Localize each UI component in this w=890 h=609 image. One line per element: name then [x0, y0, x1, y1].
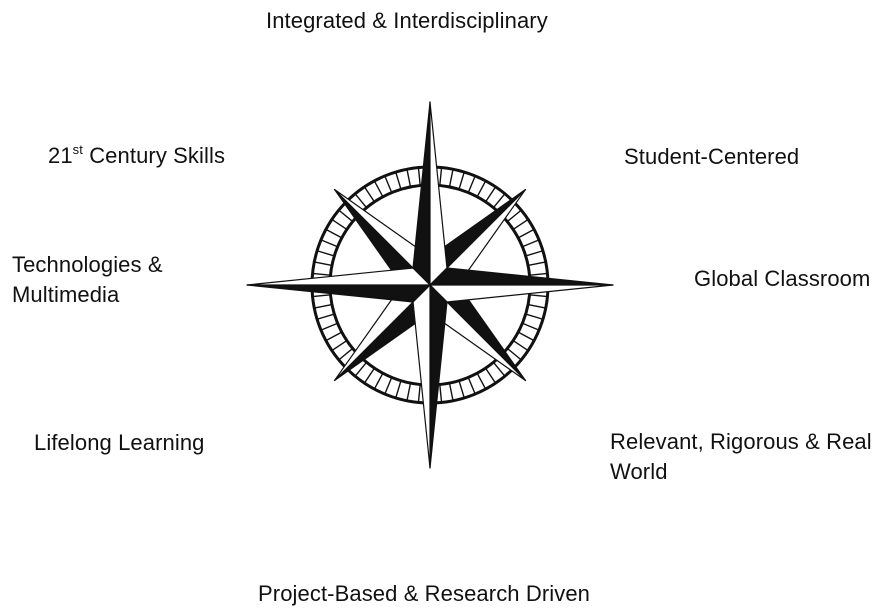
- label-bottom: Project-Based & Research Driven: [258, 581, 591, 606]
- ring-tick: [492, 361, 506, 377]
- ring-tick: [439, 167, 443, 186]
- label-mid-right: Global Classroom: [694, 266, 871, 291]
- ring-tick: [458, 380, 465, 399]
- ring-tick: [314, 303, 333, 309]
- ring-tick: [525, 250, 544, 257]
- label-lower-left: Lifelong Learning: [34, 430, 205, 455]
- ring-tick: [417, 384, 421, 403]
- ring-tick: [522, 322, 540, 331]
- label-mid-left-line2: Multimedia: [12, 282, 120, 307]
- ring-tick: [331, 218, 348, 231]
- ray-major-light: [246, 267, 431, 286]
- ring-tick: [484, 186, 497, 203]
- compass-rays: [246, 101, 614, 469]
- ray-major-light: [429, 284, 614, 303]
- ray-major-light: [412, 284, 431, 469]
- ring-tick: [406, 382, 412, 401]
- ring-tick: [492, 193, 506, 209]
- ring-tick: [476, 372, 487, 390]
- ring-tick: [316, 313, 335, 320]
- ring-tick: [517, 331, 535, 342]
- ring-tick: [484, 367, 497, 384]
- ring-tick: [384, 175, 393, 193]
- ray-major-dark: [246, 284, 431, 303]
- ring-tick: [517, 228, 535, 239]
- ring-tick: [320, 239, 338, 248]
- ring-tick: [529, 272, 548, 276]
- ring-tick: [448, 169, 454, 188]
- ring-tick: [384, 377, 393, 395]
- ring-tick: [406, 169, 412, 188]
- ring-tick: [522, 239, 540, 248]
- ring-tick: [467, 175, 476, 193]
- ray-major-dark: [429, 267, 614, 286]
- ring-tick: [467, 377, 476, 395]
- ring-tick: [527, 303, 546, 309]
- ring-tick: [417, 167, 421, 186]
- ring-tick: [338, 209, 354, 223]
- ray-major-light: [429, 101, 448, 286]
- ring-tick: [506, 347, 522, 361]
- ring-tick: [476, 180, 487, 198]
- ring-tick: [458, 171, 465, 190]
- label-upper-left: 21st Century Skills: [48, 141, 225, 171]
- label-lower-right-line1: Relevant, Rigorous & Real: [610, 429, 872, 454]
- ring-tick: [373, 180, 384, 198]
- ring-tick: [325, 331, 343, 342]
- ring-tick: [354, 193, 368, 209]
- ray-major-dark: [412, 101, 431, 286]
- ring-tick: [527, 261, 546, 267]
- ray-major-dark: [429, 284, 448, 469]
- label-upper-left-rest: Century Skills: [82, 143, 226, 168]
- ring-tick: [331, 339, 348, 352]
- label-upper-left-base: 21: [48, 143, 73, 168]
- ring-tick: [312, 294, 331, 298]
- label-mid-left: Technologies & Multimedia: [12, 250, 163, 310]
- ring-tick: [363, 367, 376, 384]
- ring-tick: [439, 384, 443, 403]
- ring-tick: [395, 171, 402, 190]
- ring-tick: [320, 322, 338, 331]
- ring-tick: [506, 209, 522, 223]
- label-lower-right-line2: World: [610, 459, 668, 484]
- ring-tick: [512, 339, 529, 352]
- ring-tick: [529, 294, 548, 298]
- ring-tick: [354, 361, 368, 377]
- ring-tick: [525, 313, 544, 320]
- label-top: Integrated & Interdisciplinary: [266, 8, 548, 33]
- label-mid-left-line1: Technologies &: [12, 252, 163, 277]
- ring-tick: [395, 380, 402, 399]
- label-upper-right: Student-Centered: [624, 144, 800, 169]
- ring-tick: [373, 372, 384, 390]
- ring-tick: [325, 228, 343, 239]
- ring-tick: [363, 186, 376, 203]
- ring-tick: [448, 382, 454, 401]
- ring-tick: [314, 261, 333, 267]
- label-upper-left-sup: st: [72, 142, 83, 157]
- ring-tick: [312, 272, 331, 276]
- compass-rose-icon: [246, 101, 614, 469]
- ring-tick: [512, 218, 529, 231]
- ring-tick: [338, 347, 354, 361]
- ring-tick: [316, 250, 335, 257]
- label-lower-right: Relevant, Rigorous & Real World: [610, 427, 872, 487]
